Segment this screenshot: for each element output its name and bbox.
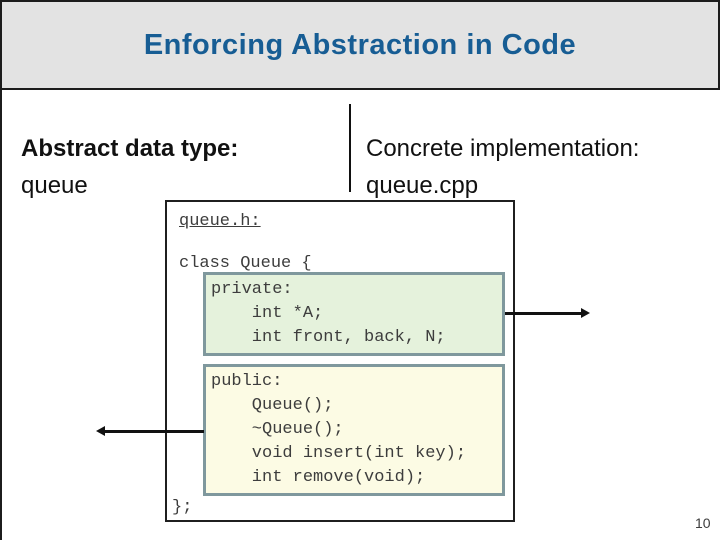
page-number: 10	[695, 515, 711, 531]
column-divider-line	[349, 104, 351, 192]
code-line: int remove(void);	[211, 468, 426, 487]
abstract-subheading: queue	[21, 172, 88, 199]
abstract-heading: Abstract data type:	[21, 135, 239, 162]
code-line: public:	[211, 372, 283, 391]
code-line: void insert(int key);	[211, 444, 467, 463]
concrete-heading: Concrete implementation:	[366, 135, 640, 162]
code-line: ~Queue();	[211, 420, 344, 439]
code-panel: queue.h: class Queue { private: int *A; …	[165, 200, 515, 522]
title-bar: Enforcing Abstraction in Code	[0, 0, 720, 90]
code-line: private:	[211, 280, 293, 299]
abstract-column-heading: Abstract data type: queue	[21, 130, 238, 204]
slide-title: Enforcing Abstraction in Code	[143, 28, 577, 61]
arrowhead-left-icon	[96, 426, 105, 436]
public-left-arrow-icon	[96, 426, 204, 436]
private-right-arrow-icon	[505, 308, 590, 318]
class-declaration-line: class Queue {	[179, 254, 312, 273]
concrete-column-heading: Concrete implementation: queue.cpp	[366, 130, 639, 204]
code-line: int front, back, N;	[211, 328, 446, 347]
code-line: Queue();	[211, 396, 334, 415]
arrow-shaft	[505, 311, 581, 315]
private-section-highlight: private: int *A; int front, back, N;	[203, 272, 505, 356]
left-edge-line	[0, 0, 2, 540]
code-line: int *A;	[211, 304, 324, 323]
arrowhead-right-icon	[581, 308, 590, 318]
public-section-highlight: public: Queue(); ~Queue(); void insert(i…	[203, 364, 505, 496]
class-closing-line: };	[172, 498, 193, 517]
code-filename: queue.h:	[179, 212, 261, 231]
concrete-subheading: queue.cpp	[366, 172, 479, 199]
arrow-shaft	[105, 429, 204, 433]
